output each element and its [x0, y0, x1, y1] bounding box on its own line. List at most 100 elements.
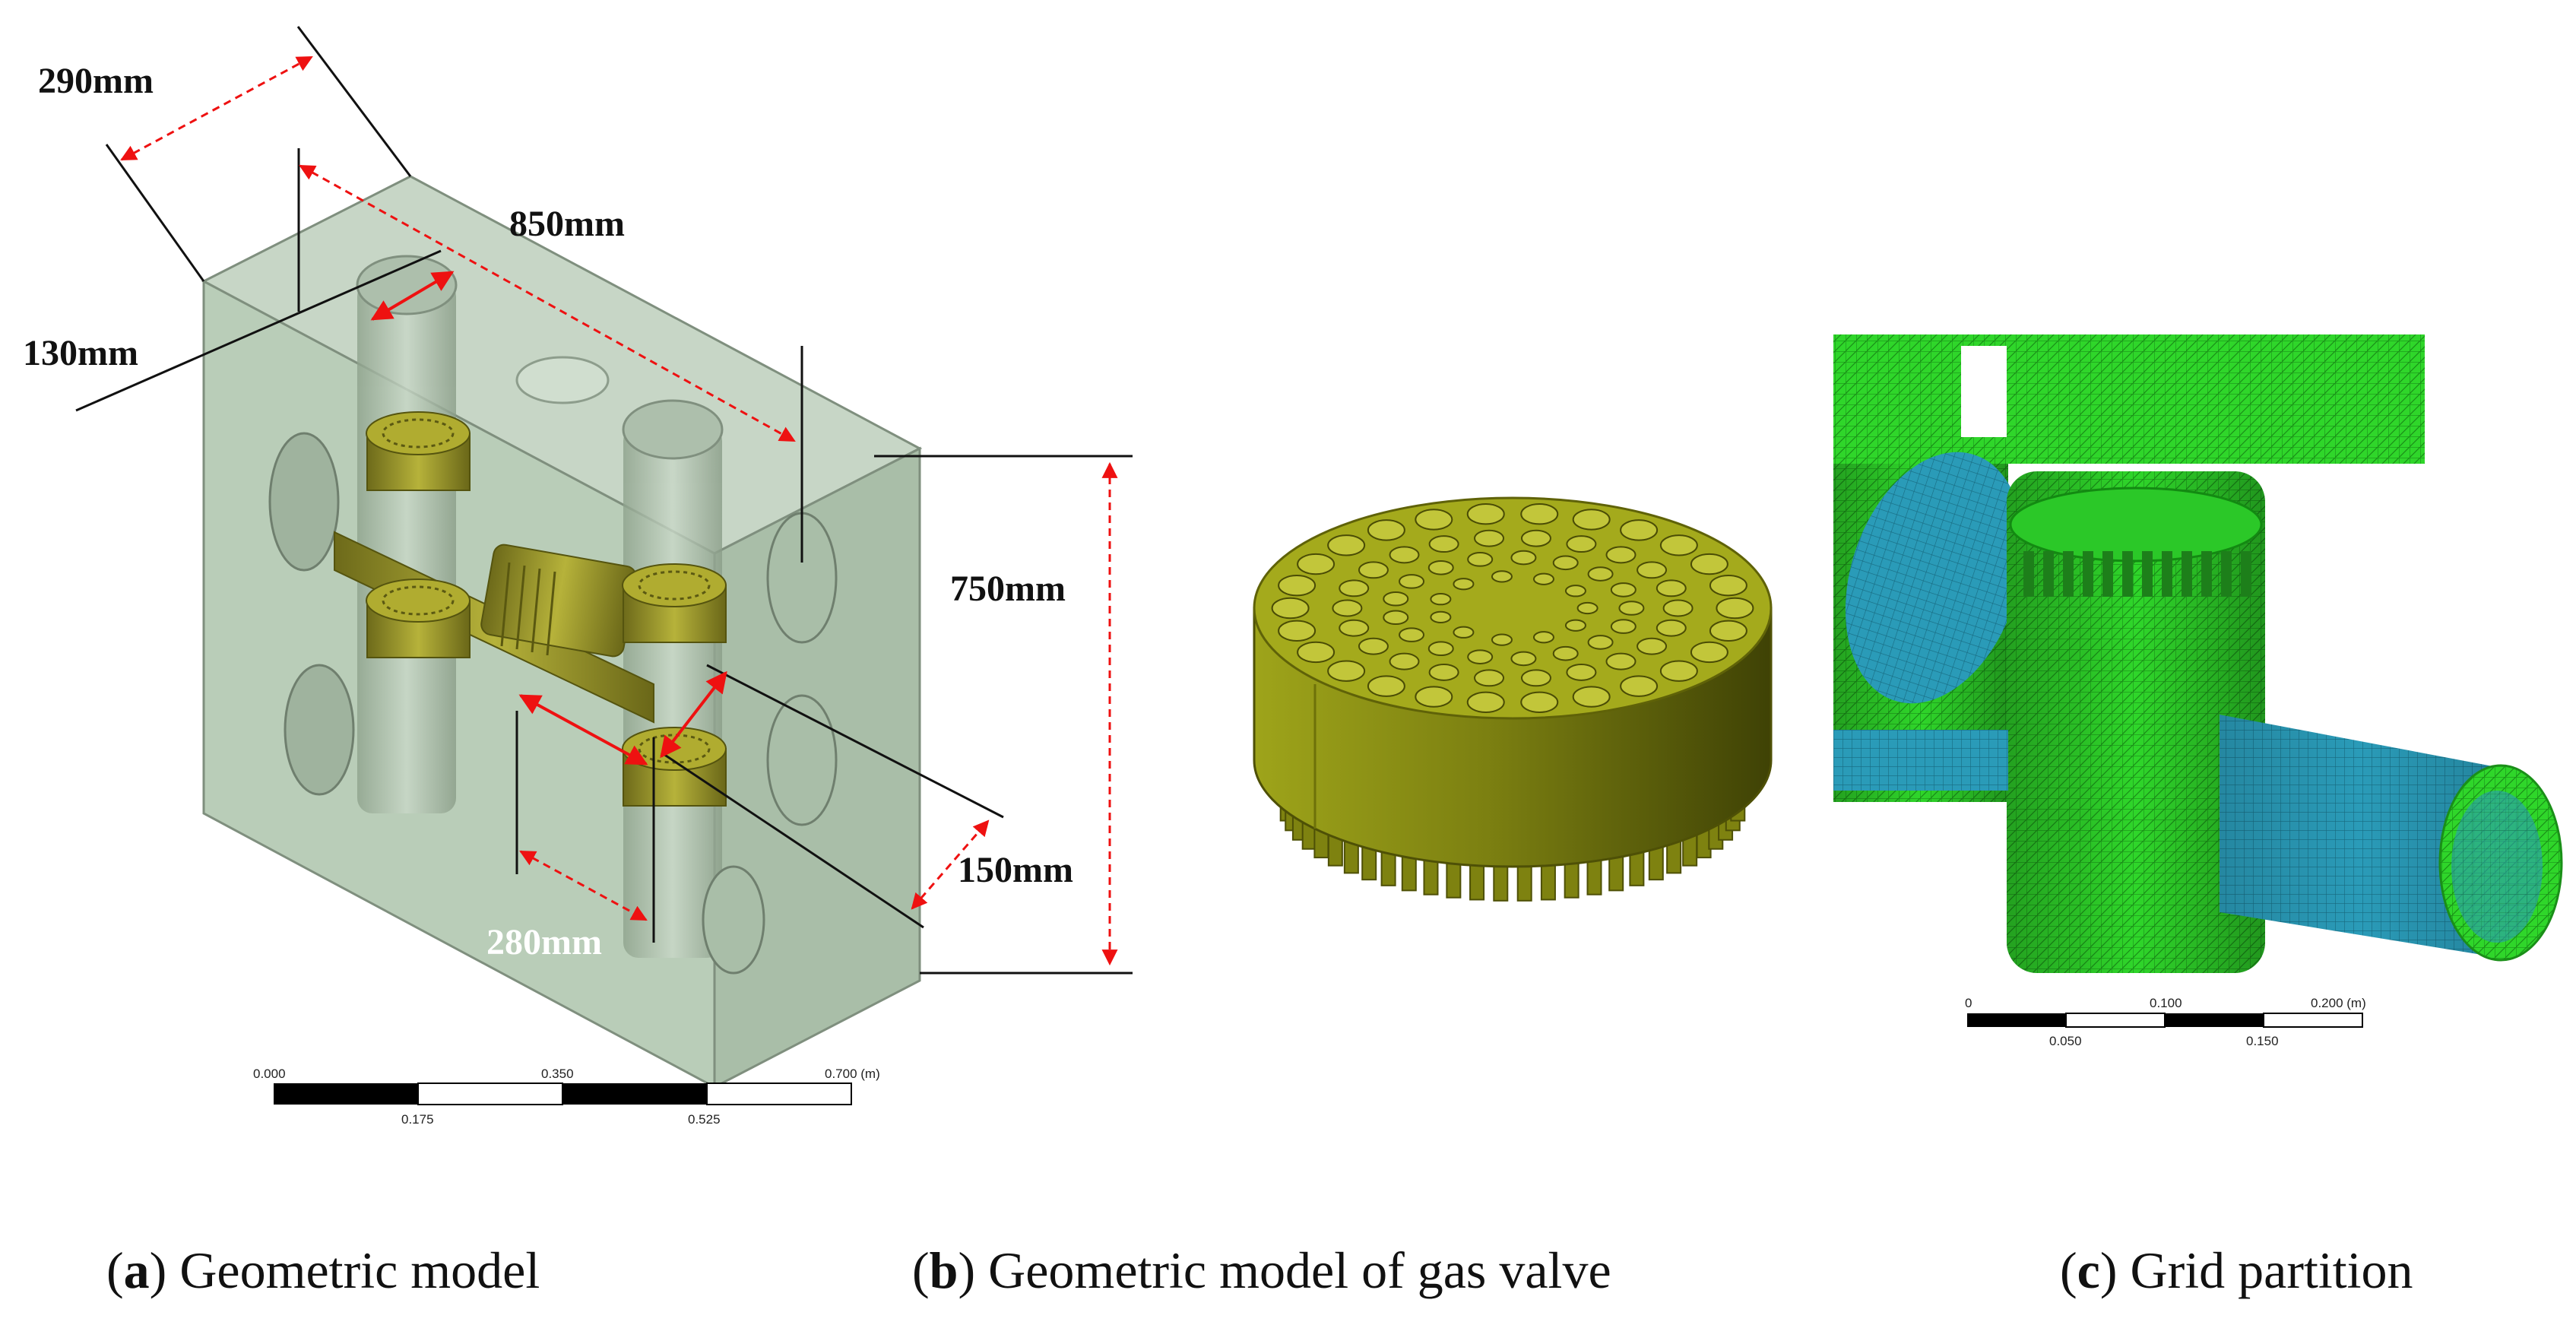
- valve-hole: [1572, 509, 1611, 531]
- valve-hole: [1605, 652, 1637, 670]
- mesh-tooth: [2083, 551, 2093, 597]
- valve-hole: [1428, 535, 1459, 553]
- valve-hole: [1566, 535, 1597, 553]
- valve-hole: [1532, 631, 1554, 644]
- mesh-tooth: [2023, 551, 2034, 597]
- arrow-disc-diagonal: [660, 670, 727, 759]
- dim-label-height: 750mm: [950, 569, 1066, 609]
- valve-holes: [1271, 503, 1754, 713]
- valve-hole: [1358, 637, 1389, 655]
- valve-hole: [1427, 641, 1454, 657]
- scale-bar-c: 0 0.100 0.200 (m) 0.050 0.150: [1965, 996, 2366, 1048]
- mesh-tooth: [2043, 551, 2054, 597]
- valve-hole: [1466, 691, 1505, 713]
- valve-hole: [1383, 610, 1409, 626]
- valve-hole: [1474, 669, 1505, 687]
- valve-hole: [1358, 561, 1389, 579]
- valve-hole: [1278, 574, 1317, 597]
- valve-disc-upper-right: [622, 563, 727, 643]
- valve-hole: [1659, 660, 1698, 682]
- valve-hole: [1389, 652, 1420, 670]
- valve-hole: [1466, 503, 1505, 525]
- scale-tick-bottom-0: 0.175: [401, 1112, 434, 1127]
- valve-hole: [1709, 574, 1747, 597]
- valve-hole: [1467, 552, 1494, 567]
- scale-tick-2: 0.700 (m): [825, 1067, 880, 1081]
- valve-hole: [1297, 641, 1336, 664]
- valve-hole: [1415, 686, 1453, 708]
- valve-hole: [1430, 610, 1452, 623]
- valve-hole: [1271, 597, 1310, 620]
- valve-hole: [1491, 633, 1513, 646]
- scale-bar-a: 0.000 0.350 0.700 (m) 0.175 0.525: [253, 1067, 880, 1127]
- mesh-geometry: [1833, 334, 2563, 973]
- mesh-tooth: [2201, 551, 2212, 597]
- arrow-length: [299, 164, 796, 442]
- valve-hole: [1662, 599, 1694, 617]
- valve-hole: [1389, 546, 1420, 564]
- valve-hole: [1427, 559, 1454, 575]
- scale-tick-bottom-1: 0.525: [688, 1112, 721, 1127]
- dim-label-width: 290mm: [38, 61, 154, 101]
- valve-hole: [1327, 660, 1366, 682]
- valve-hole: [1297, 553, 1336, 575]
- mesh-tooth: [2102, 551, 2113, 597]
- valve-hole: [1453, 578, 1475, 591]
- valve-hole: [1637, 637, 1668, 655]
- valve-hole: [1716, 597, 1754, 620]
- gas-valve-figure: [1253, 496, 1773, 902]
- valve-hole: [1367, 675, 1405, 697]
- valve-hole: [1491, 570, 1513, 583]
- mesh-tooth: [2122, 551, 2133, 597]
- geometric-model-figure: 290mm 850mm 130mm 750mm 150mm 280mm 0.00…: [23, 26, 1133, 1127]
- valve-hole: [1474, 529, 1505, 547]
- scale-tick-0: 0.000: [253, 1067, 286, 1081]
- valve-hole: [1656, 619, 1687, 637]
- scale-tick-c-bottom-1: 0.150: [2246, 1034, 2279, 1048]
- valve-hole: [1637, 561, 1668, 579]
- valve-hole: [1339, 579, 1370, 598]
- valve-hole: [1690, 641, 1728, 664]
- mesh-tooth: [2162, 551, 2172, 597]
- valve-hole: [1610, 619, 1637, 634]
- dim-label-spacing: 280mm: [486, 922, 602, 962]
- valve-hole: [1690, 553, 1728, 575]
- mesh-tooth: [2063, 551, 2074, 597]
- valve-hole: [1572, 686, 1611, 708]
- valve-hole: [1399, 627, 1425, 642]
- scale-tick-c-2: 0.200 (m): [2311, 996, 2366, 1010]
- scale-tick-c-0: 0: [1965, 996, 1972, 1010]
- mesh-tooth: [2182, 551, 2192, 597]
- valve-hole: [1587, 566, 1614, 582]
- valve-hole: [1618, 601, 1645, 616]
- valve-hole: [1552, 555, 1579, 571]
- dim-label-pipe: 130mm: [23, 333, 138, 373]
- mesh-tooth: [2241, 551, 2251, 597]
- arrow-pipe: [370, 271, 455, 321]
- caption-c: (c) Grid partition: [2060, 1241, 2413, 1299]
- valve-hole: [1383, 591, 1409, 607]
- panel-geometric-model: 290mm 850mm 130mm 750mm 150mm 280mm 0.00…: [0, 0, 1186, 1186]
- panel-grid-partition: 0 0.100 0.200 (m) 0.050 0.150: [1824, 0, 2576, 1186]
- valve-hole: [1659, 534, 1698, 556]
- panel-gas-valve: [1231, 0, 1794, 1186]
- arrow-disc-spacing: [518, 694, 648, 766]
- arrow-width: [120, 55, 313, 161]
- dim-label-length: 850mm: [509, 204, 625, 244]
- valve-hole: [1520, 503, 1559, 525]
- valve-hole: [1430, 593, 1452, 606]
- valve-hole: [1399, 574, 1425, 589]
- valve-hole: [1620, 519, 1659, 541]
- valve-hole: [1332, 599, 1363, 617]
- valve-hole: [1520, 529, 1551, 547]
- valve-hole: [1278, 620, 1317, 642]
- arrow-spacing: [519, 850, 648, 921]
- valve-hole: [1564, 585, 1586, 598]
- valve-hole: [1610, 582, 1637, 598]
- valve-hole: [1587, 635, 1614, 650]
- scale-tick-c-bottom-0: 0.050: [2049, 1034, 2082, 1048]
- valve-hole: [1510, 550, 1537, 566]
- valve-hole: [1520, 669, 1551, 687]
- valve-hole: [1532, 572, 1554, 585]
- caption-b: (b) Geometric model of gas valve: [912, 1241, 1611, 1299]
